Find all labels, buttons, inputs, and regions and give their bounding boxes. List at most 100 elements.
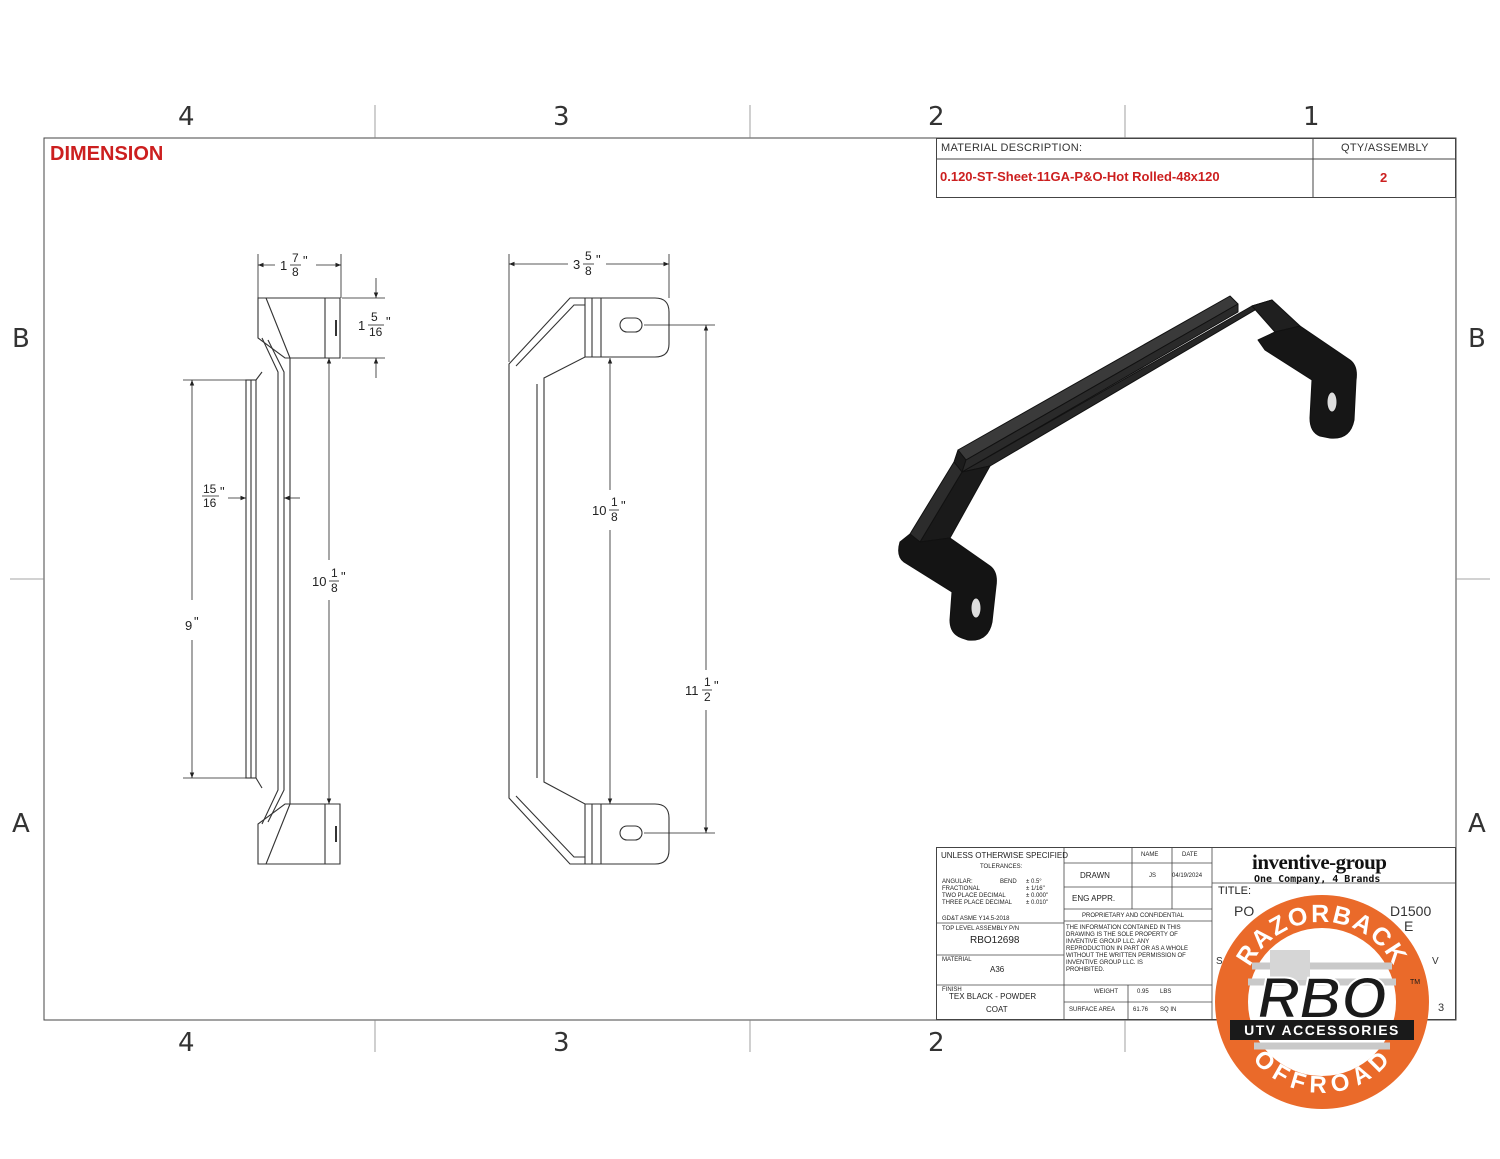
dim-side-length-a: 9 — [185, 618, 192, 633]
rbo-logo: RAZORBACK OFFROAD RBO TM UTV ACCESSORIES — [1215, 895, 1429, 1109]
material-description-value: 0.120-ST-Sheet-11GA-P&O-Hot Rolled-48x12… — [940, 169, 1220, 184]
dim-front-total-inch: " — [714, 678, 719, 693]
qty-assembly-label: QTY/ASSEMBLY — [1341, 142, 1429, 154]
tb-three-place-val: ± 0.010" — [1026, 900, 1049, 906]
zone-label-bottom-4: 4 — [178, 1028, 195, 1058]
isometric-bracket-view — [898, 295, 1357, 641]
tb-date-col: DATE — [1182, 852, 1198, 858]
tb-title-fragment-1: PO — [1234, 903, 1255, 919]
dim-front-inner-inch: " — [621, 498, 626, 513]
dim-side-length-b-inch: " — [341, 569, 346, 584]
tb-name-col: NAME — [1141, 852, 1159, 858]
company-tagline: One Company, 4 Brands — [1254, 874, 1381, 885]
zone-label-bottom-2: 2 — [928, 1028, 945, 1058]
zone-label-top-2: 2 — [928, 102, 945, 132]
dim-side-width-whole: 1 — [280, 258, 287, 273]
tb-unless-specified: UNLESS OTHERWISE SPECIFIED — [941, 851, 1068, 860]
dim-front-total-whole: 11 — [685, 683, 699, 698]
dim-side-length-b-num: 1 — [331, 566, 338, 580]
logo-band: UTV ACCESSORIES — [1244, 1022, 1400, 1038]
dim-side-width-num: 7 — [292, 251, 299, 265]
dim-side-tab-whole: 1 — [358, 318, 365, 333]
dim-front-total-den: 2 — [704, 690, 711, 704]
zone-label-left-b: B — [12, 324, 30, 354]
zone-label-right-b: B — [1468, 324, 1486, 354]
zone-label-bottom-3: 3 — [553, 1028, 570, 1058]
side-view — [245, 297, 341, 865]
front-view — [508, 297, 670, 865]
dim-front-total-num: 1 — [704, 675, 711, 689]
tb-tolerances: TOLERANCES: — [980, 864, 1023, 870]
dim-side-depth-num: 15 — [203, 482, 217, 496]
zone-label-right-a: A — [1468, 809, 1486, 839]
dim-side-width-inch: " — [303, 253, 308, 268]
dim-front-inner-whole: 10 — [592, 503, 606, 518]
tb-drawn-date: 04/19/2024 — [1172, 873, 1203, 879]
dim-front-inner-den: 8 — [611, 510, 618, 524]
dim-side-length-b-den: 8 — [331, 581, 338, 595]
front-view-dimension-lines — [508, 254, 715, 834]
tb-fractional-val: ± 1/16" — [1026, 886, 1045, 892]
dim-side-length-a-inch: " — [194, 614, 199, 629]
tb-finish-value-1: TEX BLACK - POWDER — [949, 992, 1037, 1001]
tb-surface-unit: SQ IN — [1160, 1007, 1177, 1013]
tb-surface-label: SURFACE AREA — [1069, 1007, 1116, 1013]
logo-trademark: TM — [1410, 979, 1420, 986]
tb-two-place: TWO PLACE DECIMAL — [942, 893, 1006, 899]
tb-prop-line-7: PROHIBITED. — [1066, 967, 1105, 973]
zone-label-top-1: 1 — [1303, 102, 1320, 132]
tb-finish-value-2: COAT — [986, 1005, 1008, 1014]
dim-side-tab-den: 16 — [369, 325, 383, 339]
tb-material-label: MATERIAL — [942, 957, 972, 963]
tb-prop-line-6: INVENTIVE GROUP LLC. IS — [1066, 960, 1143, 966]
tb-two-place-val: ± 0.000" — [1026, 893, 1049, 899]
tb-prop-line-4: REPRODUCTION IN PART OR AS A WHOLE — [1066, 946, 1189, 952]
dim-front-inner-num: 1 — [611, 495, 618, 509]
dim-side-tab-num: 5 — [371, 310, 378, 324]
tb-prop-line-1: THE INFORMATION CONTAINED IN THIS — [1066, 925, 1181, 931]
tb-prop-line-5: WITHOUT THE WRITTEN PERMISSION OF — [1066, 953, 1186, 959]
tb-weight-unit: LBS — [1160, 989, 1172, 995]
company-name: inventive-group — [1252, 850, 1387, 874]
tb-drawn-name: JS — [1149, 873, 1157, 879]
dim-front-width-num: 5 — [585, 249, 592, 263]
dim-side-tab-inch: " — [386, 314, 391, 329]
zone-label-top-3: 3 — [553, 102, 570, 132]
tb-title-fragment-2: D1500 — [1390, 903, 1432, 919]
dim-side-width-den: 8 — [292, 265, 299, 279]
tb-title-label: TITLE: — [1218, 885, 1252, 897]
tb-bend: BEND — [1000, 879, 1017, 885]
tb-rev-fragment: V — [1432, 956, 1439, 967]
zone-label-left-a: A — [12, 809, 30, 839]
dim-side-length-b-whole: 10 — [312, 574, 326, 589]
tb-proprietary-title: PROPRIETARY AND CONFIDENTIAL — [1082, 913, 1185, 919]
tb-weight-label: WEIGHT — [1094, 989, 1118, 995]
dim-front-width-whole: 3 — [573, 257, 580, 272]
tb-gdt: GD&T ASME Y14.5-2018 — [942, 916, 1010, 922]
tb-finish-label: FINISH — [942, 987, 962, 993]
qty-assembly-value: 2 — [1380, 170, 1388, 185]
tb-angular: ANGULAR: — [942, 879, 973, 885]
tb-weight-value: 0.95 — [1137, 989, 1149, 995]
tb-sheet-fragment: 3 — [1438, 1002, 1445, 1014]
tb-fractional: FRACTIONAL — [942, 886, 981, 892]
tb-eng-appr: ENG APPR. — [1072, 894, 1116, 903]
material-table-frame — [936, 138, 1456, 198]
tb-three-place: THREE PLACE DECIMAL — [942, 900, 1013, 906]
dim-side-depth-inch: " — [220, 484, 225, 499]
tb-prop-line-2: DRAWING IS THE SOLE PROPERTY OF — [1066, 932, 1178, 938]
tb-surface-value: 61.76 — [1133, 1007, 1149, 1013]
tb-prop-line-3: INVENTIVE GROUP LLC. ANY — [1066, 939, 1150, 945]
tb-title-fragment-3: E — [1404, 918, 1414, 934]
orthographic-views: 1 7 8 " 1 5 16 " 15 16 " 9 " 10 1 8 " 3 … — [183, 249, 719, 865]
tb-bend-val: ± 0.5° — [1026, 879, 1042, 885]
zone-label-top-4: 4 — [178, 102, 195, 132]
tb-material-value: A36 — [990, 965, 1005, 974]
tb-drawn: DRAWN — [1080, 871, 1110, 880]
dim-front-width-inch: " — [596, 252, 601, 267]
tb-top-level-label: TOP LEVEL ASSEMBLY P/N — [942, 926, 1020, 932]
material-description-label: MATERIAL DESCRIPTION: — [941, 142, 1083, 154]
dim-front-width-den: 8 — [585, 264, 592, 278]
dim-side-depth-den: 16 — [203, 496, 217, 510]
